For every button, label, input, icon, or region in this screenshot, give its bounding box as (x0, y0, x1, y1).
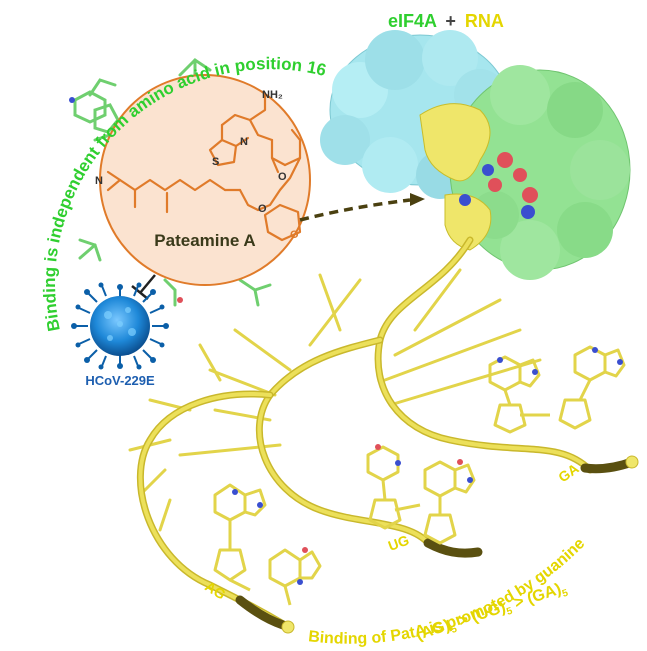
eif4a-green-domain (449, 65, 631, 280)
binding-arrow (299, 198, 411, 222)
svg-text:S: S (212, 156, 219, 168)
svg-text:N: N (240, 136, 248, 148)
pateamine-structure (106, 93, 302, 242)
ranking-s2: 5 (505, 606, 514, 618)
rna-on-protein (419, 103, 492, 251)
pateamine-circle (99, 74, 311, 286)
virus-icon (71, 282, 169, 370)
pateamine-heteroatoms: N S N NH₂ O O O (95, 89, 299, 241)
ranking-s1: 5 (450, 624, 459, 636)
legend-plus: + (445, 11, 456, 31)
rna-strand (128, 236, 639, 634)
legend-eif4a: eIF4A (388, 11, 437, 31)
nucleotide-ag (213, 483, 322, 606)
ranking-s3: 5 (561, 588, 570, 600)
nucleotide-ug (366, 444, 476, 545)
pateamine-label: Pateamine A (154, 231, 255, 250)
ranking-p1: (AG) (414, 617, 452, 644)
label-ug: UG (386, 532, 411, 554)
ranking-gt1: > (452, 610, 475, 632)
protein-legend: eIF4A + RNA (388, 11, 504, 31)
protein-surface (320, 30, 631, 280)
nucleotide-ga (488, 345, 626, 434)
ranking-gt2: > (508, 592, 531, 614)
inhibition-bar (131, 274, 156, 300)
svg-text:N: N (95, 175, 103, 187)
binding-arrowhead (410, 193, 425, 206)
svg-text:NH₂: NH₂ (262, 89, 283, 101)
ranking-text: (AG)5 > (UG)5 > (GA)5 (414, 579, 570, 647)
ranking-p2: (UG) (470, 599, 508, 626)
legend-rna: RNA (465, 11, 504, 31)
svg-text:O: O (278, 171, 287, 183)
binding-pocket-atoms (459, 152, 538, 219)
svg-text:O: O (258, 203, 267, 215)
rna-base-rungs (128, 268, 542, 532)
virus-label: HCoV-229E (85, 373, 155, 388)
svg-text:O: O (290, 229, 299, 241)
